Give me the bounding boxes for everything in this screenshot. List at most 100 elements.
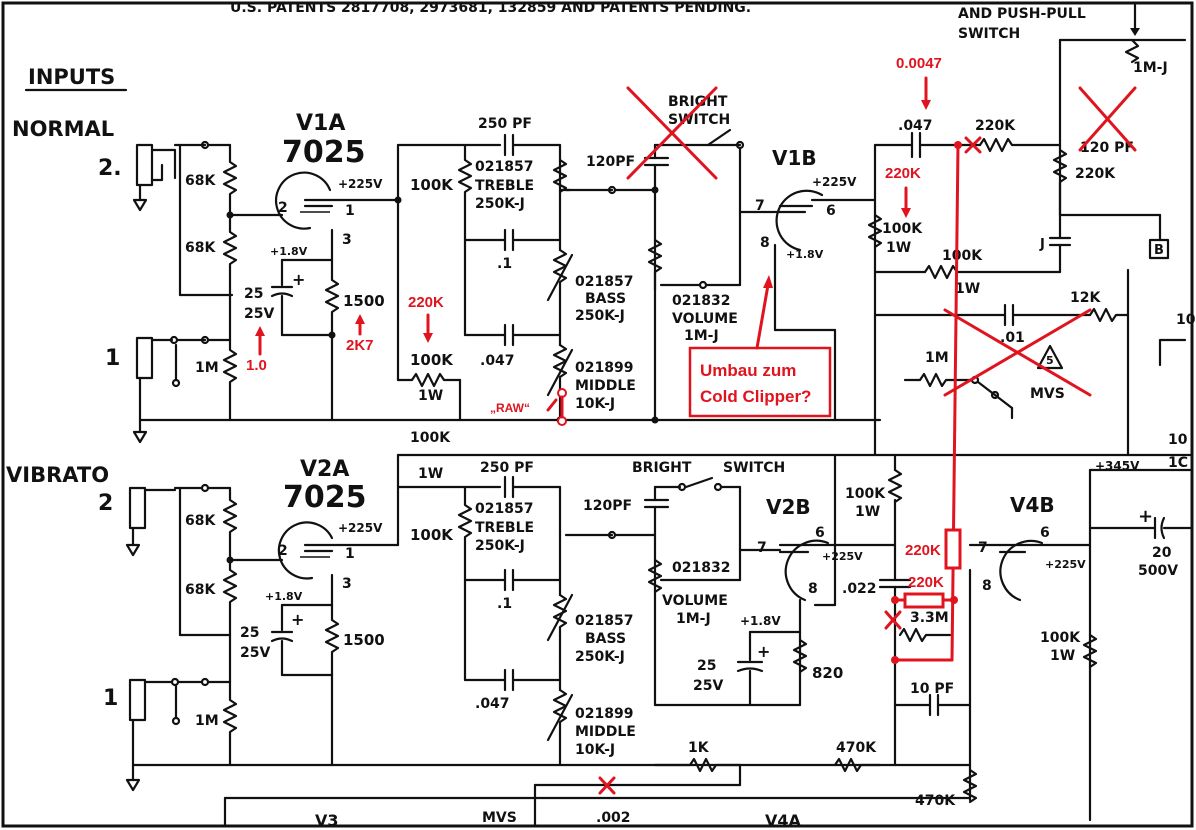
svg-text:.01: .01 <box>1000 330 1025 346</box>
svg-text:250K-J: 250K-J <box>475 538 525 554</box>
svg-text:250K-J: 250K-J <box>575 649 625 665</box>
note-220k-3: 220K <box>905 542 941 559</box>
svg-text:V2B: V2B <box>766 495 811 519</box>
svg-text:1500: 1500 <box>343 292 385 310</box>
svg-text:3: 3 <box>342 232 352 248</box>
svg-text:021857: 021857 <box>575 613 633 629</box>
svg-text:25: 25 <box>697 658 716 674</box>
svg-text:V1B: V1B <box>772 146 817 170</box>
svg-text:+1.8V: +1.8V <box>740 614 781 628</box>
svg-text:+: + <box>291 610 304 629</box>
svg-text:2: 2 <box>278 200 288 216</box>
svg-text:1W: 1W <box>1050 648 1075 664</box>
svg-text:250 PF: 250 PF <box>480 460 534 476</box>
svg-text:1: 1 <box>345 546 355 562</box>
svg-text:470K: 470K <box>915 793 956 809</box>
svg-text:250K-J: 250K-J <box>575 308 625 324</box>
svg-text:100K: 100K <box>882 221 923 237</box>
svg-text:5: 5 <box>1046 354 1054 367</box>
svg-text:25V: 25V <box>693 678 723 694</box>
svg-text:25V: 25V <box>244 306 274 322</box>
svg-text:V4A: V4A <box>765 811 802 830</box>
svg-text:V3: V3 <box>315 811 339 830</box>
svg-text:1M-J: 1M-J <box>1133 60 1168 76</box>
svg-text:1W: 1W <box>886 240 911 256</box>
svg-text:100K: 100K <box>410 176 454 194</box>
svg-text:7: 7 <box>755 198 765 214</box>
svg-text:MVS: MVS <box>482 810 517 826</box>
svg-text:8: 8 <box>760 235 770 251</box>
svg-text:+1.8V: +1.8V <box>786 248 824 261</box>
svg-text:+225V: +225V <box>822 550 863 563</box>
callout-line-1: Umbau zum <box>700 361 796 380</box>
svg-text:.047: .047 <box>480 353 515 369</box>
svg-text:021857: 021857 <box>475 159 533 175</box>
callout-line-2: Cold Clipper? <box>700 387 811 406</box>
inputs-heading: INPUTS <box>28 65 115 89</box>
svg-text:25: 25 <box>244 286 263 302</box>
jack-2-label: 2. <box>98 156 122 181</box>
v1a-envelope <box>275 171 332 230</box>
svg-text:68K: 68K <box>185 173 216 189</box>
svg-text:.047: .047 <box>475 696 510 712</box>
svg-text:VOLUME: VOLUME <box>672 311 738 327</box>
svg-text:+: + <box>757 642 770 661</box>
svg-text:MIDDLE: MIDDLE <box>575 378 636 394</box>
svg-text:BRIGHT: BRIGHT <box>632 460 692 476</box>
svg-text:250 PF: 250 PF <box>478 116 532 132</box>
note-2k7: 2K7 <box>346 337 374 354</box>
svg-text:2: 2 <box>278 543 288 559</box>
svg-text:100K: 100K <box>410 351 454 369</box>
svg-text:25: 25 <box>240 625 259 641</box>
svg-text:1: 1 <box>345 203 355 219</box>
svg-text:1M: 1M <box>195 713 219 729</box>
svg-text:8: 8 <box>982 578 992 594</box>
svg-text:TREBLE: TREBLE <box>475 520 534 536</box>
svg-text:10K-J: 10K-J <box>575 742 615 758</box>
svg-text:V4B: V4B <box>1010 493 1055 517</box>
svg-text:100K: 100K <box>410 430 451 446</box>
svg-text:1K: 1K <box>688 740 710 756</box>
svg-text:+225V: +225V <box>338 177 383 191</box>
svg-text:1C: 1C <box>1168 455 1188 471</box>
svg-text:68K: 68K <box>185 240 216 256</box>
callout-box <box>688 346 832 418</box>
svg-text:6: 6 <box>815 525 825 541</box>
svg-text:3: 3 <box>342 576 352 592</box>
note-220k-2: 220K <box>408 294 444 311</box>
svg-text:+: + <box>292 270 305 289</box>
svg-text:220K: 220K <box>975 118 1016 134</box>
svg-text:BASS: BASS <box>585 631 626 647</box>
svg-text:10K-J: 10K-J <box>575 396 615 412</box>
svg-text:J: J <box>1039 237 1045 252</box>
svg-text:.1: .1 <box>497 596 512 612</box>
svg-text:+: + <box>1138 506 1153 527</box>
svg-text:500V: 500V <box>1138 563 1178 579</box>
svg-text:8: 8 <box>808 581 818 597</box>
svg-text:BRIGHT: BRIGHT <box>668 94 728 110</box>
svg-text:.002: .002 <box>596 810 631 826</box>
note-0047: 0.0047 <box>896 55 942 72</box>
svg-text:+225V: +225V <box>812 175 857 189</box>
svg-text:25V: 25V <box>240 645 270 661</box>
svg-text:BASS: BASS <box>585 291 626 307</box>
patent-text: U.S. PATENTS 2817708, 2973681, 132859 AN… <box>230 0 751 16</box>
switch-title-1: AND PUSH-PULL <box>958 6 1086 22</box>
svg-text:100K: 100K <box>1040 630 1081 646</box>
note-raw: „RAW“ <box>490 401 530 415</box>
switch-title-2: SWITCH <box>958 26 1020 42</box>
red-annotations: 0.0047 220K 220K 1.0 2K7 „RAW“ 220K 220K… <box>246 55 1137 795</box>
svg-text:2: 2 <box>98 491 113 516</box>
svg-text:7: 7 <box>757 540 767 556</box>
svg-text:220K: 220K <box>1075 166 1116 182</box>
svg-text:.1: .1 <box>497 256 512 272</box>
svg-text:7: 7 <box>978 540 988 556</box>
normal-label: NORMAL <box>12 117 114 141</box>
vibrato-label: VIBRATO <box>6 463 109 487</box>
svg-text:.047: .047 <box>898 118 933 134</box>
v1a-label: V1A <box>296 111 345 136</box>
svg-text:.022: .022 <box>842 581 877 597</box>
svg-text:10 PF: 10 PF <box>910 681 954 697</box>
